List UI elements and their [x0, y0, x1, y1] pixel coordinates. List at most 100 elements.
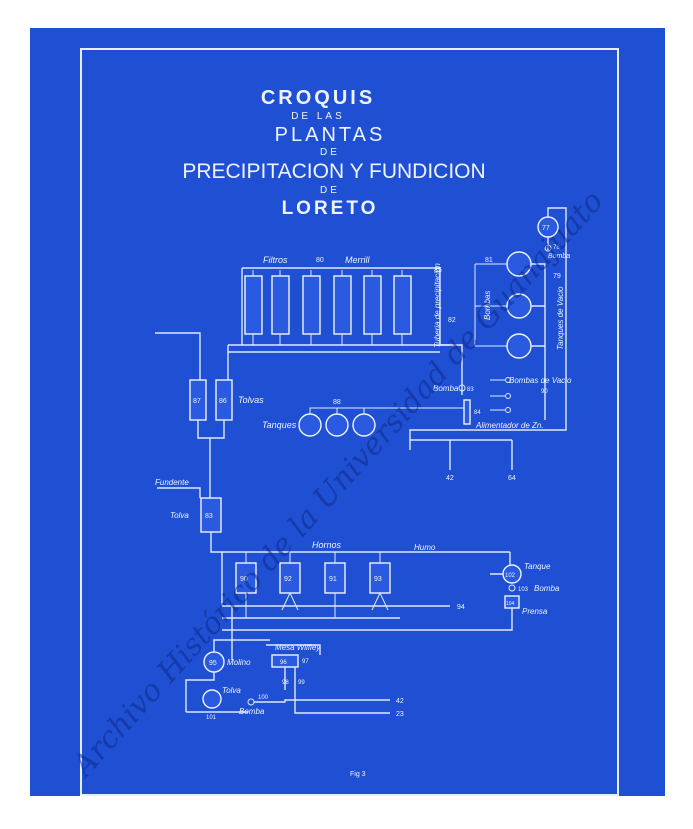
precip-pipe	[440, 344, 463, 395]
alimentador-number: 84	[474, 410, 481, 416]
tolvas-label: Tolvas	[238, 395, 264, 405]
prensa-label: Prensa	[522, 607, 548, 616]
humo-label: Humo	[414, 543, 436, 552]
filter-header-number: 85	[434, 267, 442, 274]
pipe-99: 99	[298, 680, 305, 686]
filtros-number: 80	[316, 257, 324, 264]
figure-label: Fig 3	[350, 771, 366, 778]
mesa-label: Mesa Wilfley	[275, 643, 321, 652]
prensa-number: 104	[506, 601, 515, 607]
tolva-87-number: 87	[193, 398, 201, 405]
out-42-bottom: 42	[396, 698, 404, 705]
bomba-103-number: 103	[518, 587, 529, 593]
furnace-left-pipe	[221, 552, 233, 660]
tanque-1	[298, 413, 322, 437]
filter-feed-lines	[252, 270, 403, 276]
horno-91-number: 91	[329, 576, 337, 583]
hornos-label: Hornos	[312, 540, 342, 550]
tanque-label: Tanque	[524, 562, 551, 571]
bombas-label: Bombas	[483, 291, 492, 320]
tolva-label: Tolva	[170, 511, 189, 520]
bomba-77-pipe	[409, 207, 567, 450]
tolva-bottom-number: 100	[258, 695, 269, 701]
tanques-number: 88	[333, 399, 341, 406]
bombas-vacio-number: 90	[541, 389, 548, 395]
prensa-return-pipe	[400, 608, 513, 631]
filter-press	[271, 275, 290, 335]
title-croquis: CROQUIS	[261, 87, 375, 109]
bomba-mid-number: 83	[467, 387, 474, 393]
filtros-label: Filtros	[263, 255, 288, 265]
bombas-vacio-label: Bombas de Vacio	[509, 376, 572, 385]
bomba-bottom-label: Bomba	[239, 707, 265, 716]
vacuum-pump	[505, 407, 511, 413]
tolva-bottom-label: Tolva	[222, 686, 241, 695]
alimentador-label: Alimentador de Zn.	[475, 421, 544, 430]
merrill-label: Merrill	[345, 255, 370, 265]
filter-header-pipe	[242, 267, 441, 345]
tanque-102-number: 102	[505, 573, 516, 579]
blueprint-frame	[80, 48, 619, 796]
title-precipitacion: PRECIPITACION Y FUNDICION	[182, 160, 485, 183]
molino-number: 95	[209, 660, 217, 667]
out-94: 94	[457, 604, 465, 611]
valve-78	[544, 244, 552, 252]
tolva-83-number: 83	[205, 513, 213, 520]
precip-outlet-pipes	[410, 439, 513, 470]
bomba-77-number: 77	[542, 225, 550, 232]
fundente-label: Fundente	[155, 478, 189, 487]
out-23: 23	[396, 711, 404, 718]
filter-press	[393, 275, 412, 335]
filter-drain-lines	[252, 334, 403, 345]
vacuum-pipes	[531, 263, 546, 420]
mesa-number: 96	[280, 660, 287, 666]
bomba-right-label: Bomba	[534, 584, 560, 593]
out-42-top: 42	[446, 475, 454, 482]
filter-presses	[244, 270, 412, 345]
rueda-101	[202, 689, 222, 709]
wheel-number: 101	[206, 715, 217, 721]
furnace-feed-pipe	[210, 532, 510, 553]
bomba-81-3	[506, 333, 532, 359]
furnace-collector-pipes	[222, 605, 450, 631]
title-de-1: DE	[320, 147, 340, 158]
tolva-86-number: 86	[219, 398, 227, 405]
tanques-vacio-label: Tanques de Vacio	[556, 286, 565, 350]
filter-press	[363, 275, 382, 335]
feed-pipe-left	[155, 332, 201, 380]
bombas-number: 81	[485, 257, 493, 264]
filter-press	[244, 275, 263, 335]
fundente-pipe	[157, 487, 201, 498]
out-64: 64	[508, 475, 516, 482]
vacuum-pump	[505, 393, 511, 399]
bomba-mid-label: Bomba	[433, 384, 459, 393]
title-loreto: LORETO	[282, 198, 379, 219]
vacuum-pump	[505, 377, 511, 383]
tanque-102-pipes	[490, 552, 511, 575]
bomba-83-valve	[458, 384, 466, 392]
tuberia-label: Tuberia de precipitacion	[433, 263, 442, 348]
tolva-outlet-pipe	[197, 420, 225, 498]
tanques-vacio-number: 79	[553, 273, 561, 280]
title-de-las: DE LAS	[291, 111, 345, 122]
horno-90-number: 90	[240, 576, 248, 583]
valve-78-number: 78	[553, 245, 560, 251]
tanque-2	[325, 413, 349, 437]
tanque-header	[309, 407, 470, 414]
bomba-103-valve	[508, 584, 516, 592]
filter-press	[333, 275, 352, 335]
furnace-feed-lines	[245, 552, 381, 563]
tuberia-number: 82	[448, 317, 456, 324]
blueprint-sheet	[30, 28, 665, 796]
horno-93-number: 93	[374, 576, 382, 583]
bomba-pipes	[474, 263, 507, 347]
bomba-100-valve	[247, 698, 255, 706]
filter-press	[302, 275, 321, 335]
watermark: Archivo Histórico de la Universidad de G…	[64, 184, 611, 786]
molino-pipes	[185, 639, 270, 712]
alimentador-zn	[463, 399, 471, 425]
mesa-number-2: 97	[302, 659, 309, 665]
tanques-label: Tanques	[262, 420, 297, 430]
vacuum-pump-lines	[490, 379, 505, 411]
